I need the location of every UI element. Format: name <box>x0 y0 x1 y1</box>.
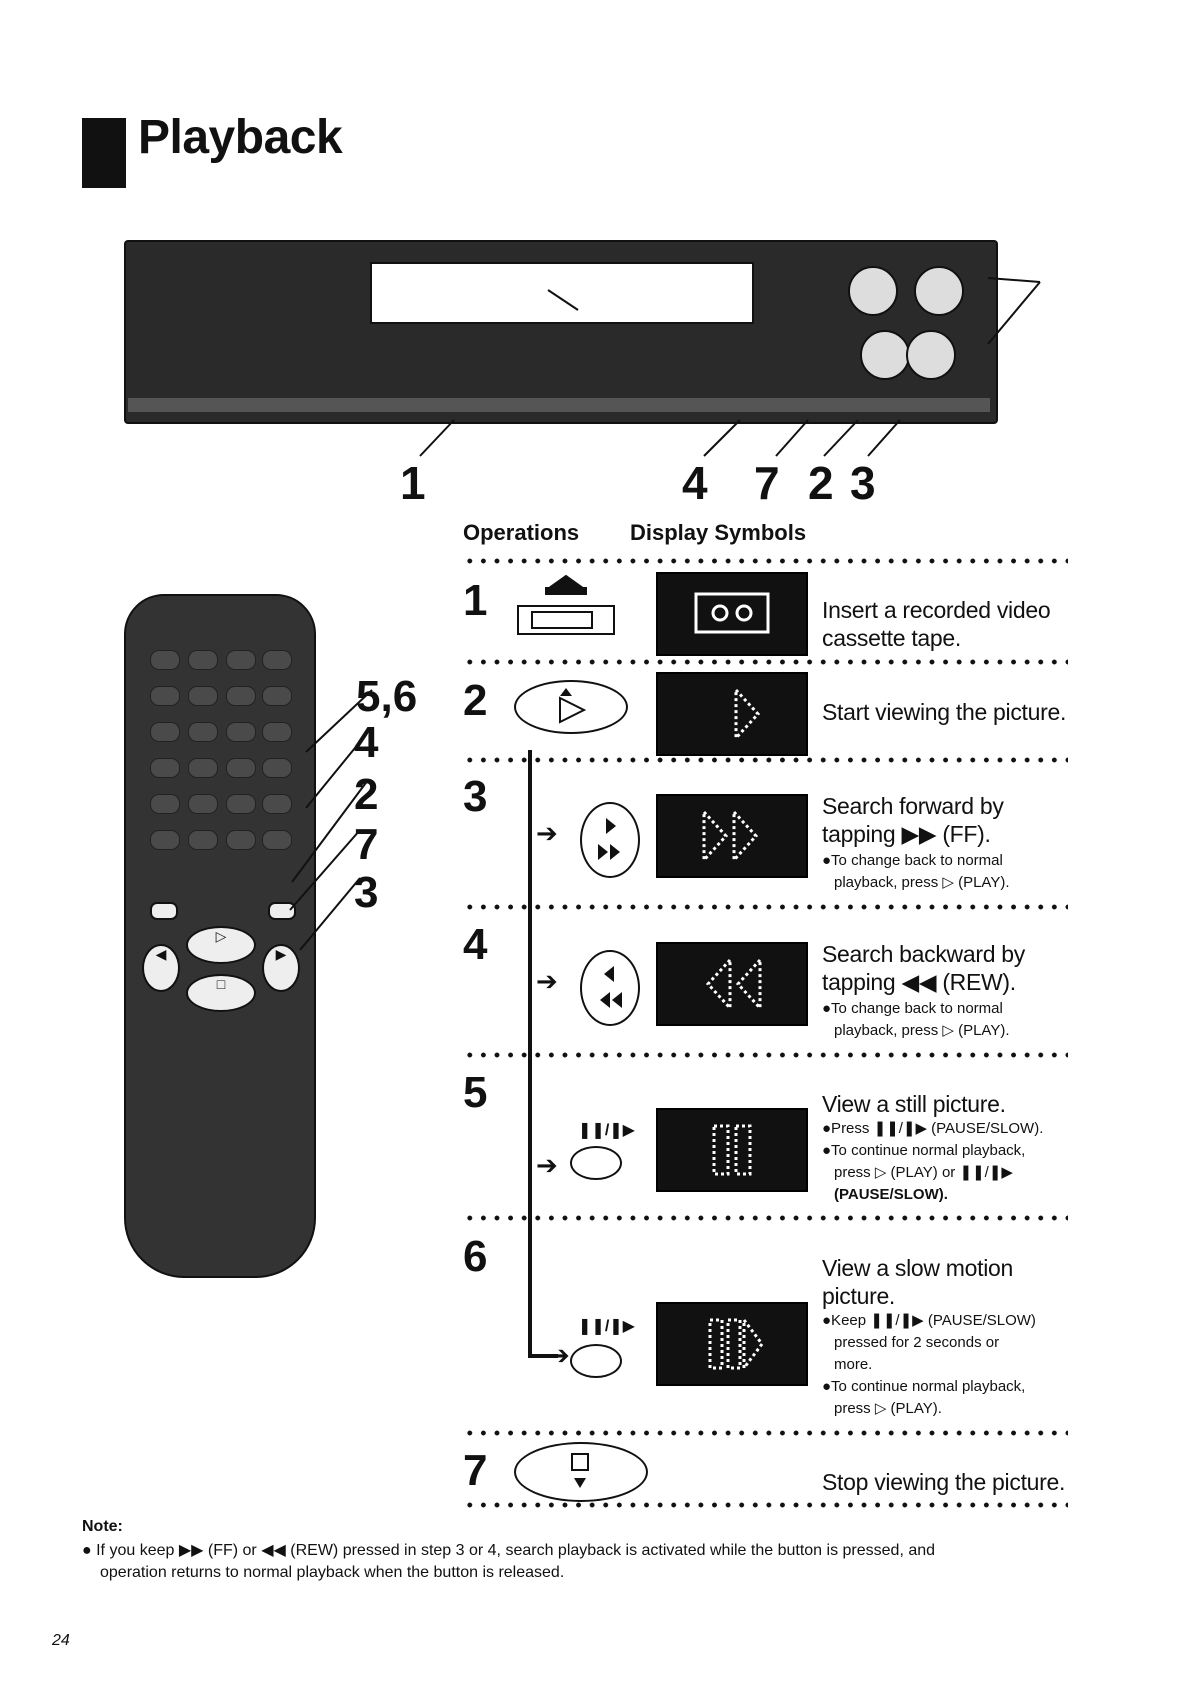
pause-slow-button-icon <box>570 1344 622 1378</box>
step-description: View a slow motion <box>822 1255 1014 1281</box>
remote-callout-3: 3 <box>354 868 379 917</box>
remote-callout-5-6: 5,6 <box>356 672 418 721</box>
remote-leader-lines <box>289 689 373 951</box>
remote-play-button-icon: ▷ <box>186 926 256 964</box>
step-description: Search forward by <box>822 793 1004 819</box>
vcr-display-window <box>370 262 754 324</box>
display-symbols-header: Display Symbols <box>630 520 807 545</box>
vcr-leader-lines <box>419 277 1041 457</box>
flow-line <box>528 1354 558 1358</box>
divider <box>463 558 1068 564</box>
step-number: 3 <box>463 772 488 821</box>
divider <box>463 1430 1068 1436</box>
divider <box>463 659 1068 665</box>
step-note: press ▷ (PLAY) or ❚❚/❚▶ <box>834 1164 1013 1181</box>
flow-arrow-icon: ➔ <box>536 966 558 996</box>
vcr-base-strip <box>128 398 990 412</box>
pause-slow-label: ❚❚/❚▶ <box>578 1318 635 1335</box>
step-number: 6 <box>463 1232 488 1281</box>
vcr-callout-2: 2 <box>808 457 834 509</box>
flow-arrow-icon: ➔ <box>548 1340 570 1370</box>
remote-keypad <box>150 650 292 890</box>
vcr-ff-button-icon <box>914 266 964 316</box>
pause-slow-button-icon <box>570 1146 622 1180</box>
remote-stop-button-icon: □ <box>186 974 256 1012</box>
step-description: Search backward by <box>822 941 1025 967</box>
step-description: Stop viewing the picture. <box>822 1469 1066 1495</box>
stop-button-icon <box>514 1442 648 1502</box>
divider <box>463 1215 1068 1221</box>
step-note: ●To change back to normal <box>822 852 1003 869</box>
step-note: ●To continue normal playback, <box>822 1378 1026 1395</box>
play-display-symbol <box>656 672 808 756</box>
flow-line <box>528 750 532 1358</box>
cassette-display-symbol <box>656 572 808 656</box>
step-note: more. <box>834 1356 873 1373</box>
vcr-callout-3: 3 <box>850 457 876 509</box>
step-description: View a still picture. <box>822 1091 1006 1117</box>
step-note: pressed for 2 seconds or <box>834 1334 1000 1351</box>
note-text: operation returns to normal playback whe… <box>100 1564 565 1581</box>
divider <box>463 904 1068 910</box>
still-display-symbol <box>656 1108 808 1192</box>
vcr-callout-4: 4 <box>682 457 708 509</box>
ff-display-symbol <box>656 794 808 878</box>
step-description: Start viewing the picture. <box>822 699 1067 725</box>
flow-arrow-icon: ➔ <box>536 818 558 848</box>
vcr-rew-button-icon <box>848 266 898 316</box>
operations-header: Operations <box>463 520 580 545</box>
remote-callout-7: 7 <box>354 820 379 869</box>
vcr-play-button-icon <box>906 330 956 380</box>
remote-rew-button-icon: ◀ <box>142 944 180 992</box>
remote-callout-4: 4 <box>354 718 379 767</box>
rew-button-icon <box>580 950 640 1026</box>
flow-arrow-icon: ➔ <box>536 1150 558 1180</box>
step-note: ●Keep ❚❚/❚▶ (PAUSE/SLOW) <box>822 1312 1036 1329</box>
rew-display-symbol <box>656 942 808 1026</box>
step-note: ●To continue normal playback, <box>822 1142 1026 1159</box>
step-note: ●Press ❚❚/❚▶ (PAUSE/SLOW). <box>822 1120 1044 1137</box>
divider <box>463 1502 1068 1508</box>
pause-slow-label: ❚❚/❚▶ <box>578 1122 635 1139</box>
remote-callout-2: 2 <box>354 770 379 819</box>
remote-pause-button-right-icon <box>268 902 296 920</box>
step-description: tapping ▶▶ (FF). <box>822 821 991 847</box>
remote-ff-button-icon: ▶ <box>262 944 300 992</box>
step-description: picture. <box>822 1283 896 1309</box>
page-number: 24 <box>52 1632 70 1649</box>
step-number: 7 <box>463 1446 488 1495</box>
step-note: (PAUSE/SLOW). <box>834 1186 948 1203</box>
cassette-insert-icon <box>510 572 620 642</box>
remote-pause-button-icon <box>150 902 178 920</box>
ff-button-icon <box>580 802 640 878</box>
play-button-icon <box>514 680 628 734</box>
step-number: 1 <box>463 576 488 625</box>
step-number: 5 <box>463 1068 488 1117</box>
divider <box>463 1052 1068 1058</box>
note-heading: Note: <box>82 1518 123 1535</box>
step-note: playback, press ▷ (PLAY). <box>834 874 1010 891</box>
note-text: ● If you keep ▶▶ (FF) or ◀◀ (REW) presse… <box>82 1542 936 1559</box>
divider <box>463 757 1068 763</box>
page-title: Playback <box>138 111 343 164</box>
step-note: ●To change back to normal <box>822 1000 1003 1017</box>
step-number: 2 <box>463 676 488 725</box>
step-number: 4 <box>463 920 488 969</box>
slow-display-symbol <box>656 1302 808 1386</box>
step-note: press ▷ (PLAY). <box>834 1400 942 1417</box>
vcr-callout-7: 7 <box>754 457 780 509</box>
step-note: playback, press ▷ (PLAY). <box>834 1022 1010 1039</box>
title-marker <box>82 118 126 188</box>
step-description: tapping ◀◀ (REW). <box>822 969 1016 995</box>
vcr-callout-1: 1 <box>400 457 426 509</box>
step-description: Insert a recorded video cassette tape. <box>822 597 1051 651</box>
